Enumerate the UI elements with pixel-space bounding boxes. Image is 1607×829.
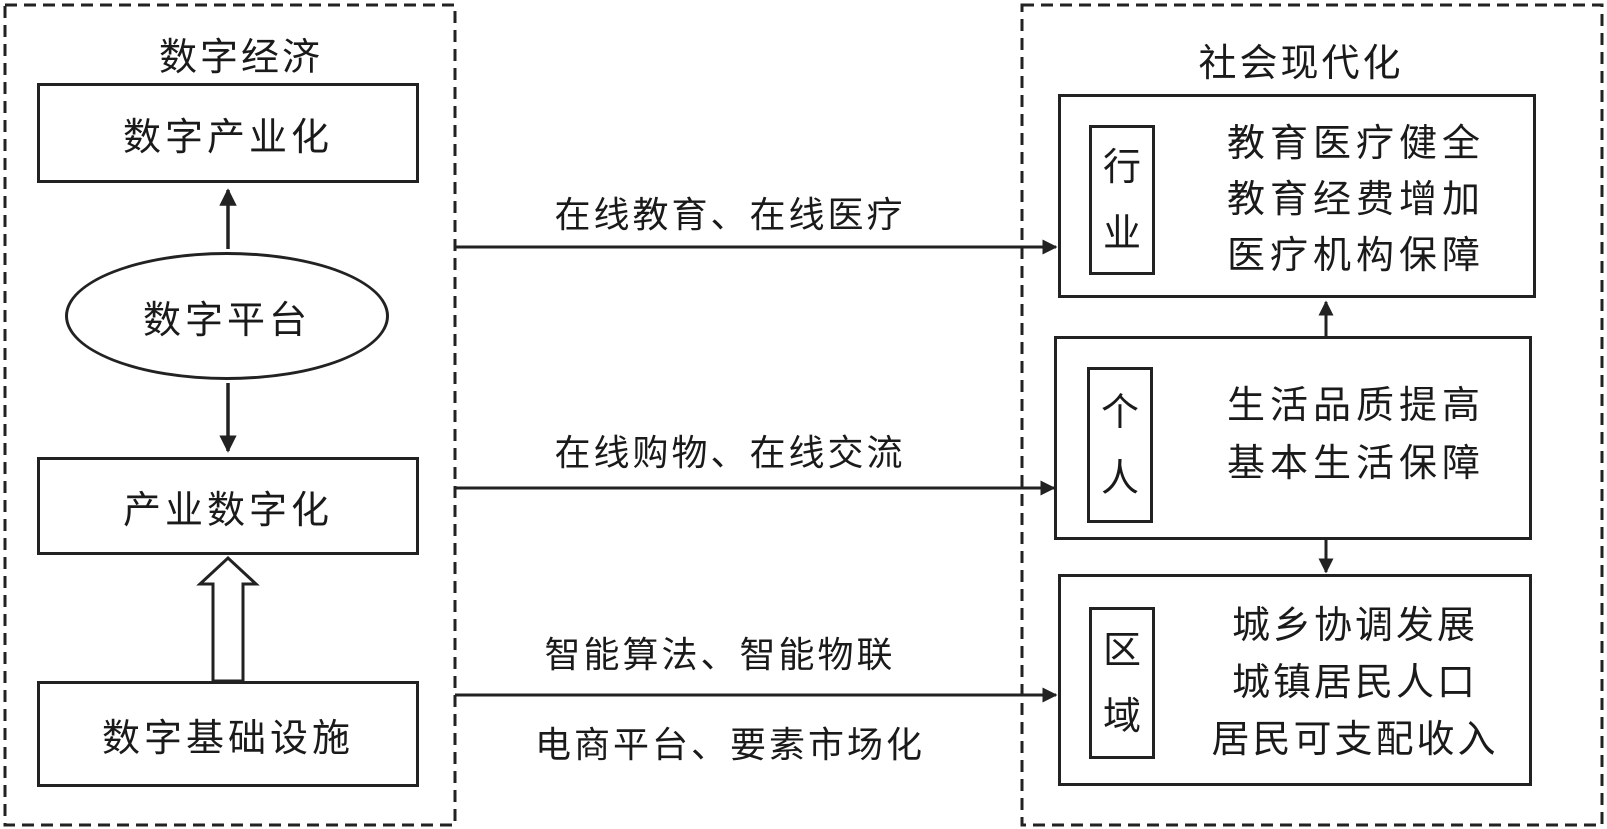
individual-tag-char-1: 个 <box>1100 390 1139 434</box>
individual-lines: 生活品质提高 基本生活保障 <box>1191 379 1521 489</box>
digital-industrialization-box: 数字产业化 <box>37 83 419 183</box>
region-lines: 城乡协调发展 城镇居民人口 居民可支配收入 <box>1185 601 1525 763</box>
social-modernization-frame <box>1020 3 1604 827</box>
region-box: 区 域 城乡协调发展 城镇居民人口 居民可支配收入 <box>1058 574 1532 786</box>
edge-label-ecommerce-factor-market: 电商平台、要素市场化 <box>534 725 925 766</box>
individual-line-1: 生活品质提高 <box>1226 383 1485 427</box>
digital-industrialization-label: 数字产业化 <box>122 114 333 159</box>
industry-line-3: 医疗机构保障 <box>1226 233 1485 277</box>
industrial-digitalization-label: 产业数字化 <box>122 487 333 532</box>
individual-box: 个 人 生活品质提高 基本生活保障 <box>1054 336 1532 540</box>
industry-tag: 行 业 <box>1089 125 1155 275</box>
region-tag: 区 域 <box>1089 607 1155 759</box>
industry-tag-char-1: 行 <box>1102 145 1141 189</box>
individual-tag-char-2: 人 <box>1100 456 1139 500</box>
industrial-digitalization-box: 产业数字化 <box>37 457 419 555</box>
industry-box: 行 业 教育医疗健全 教育经费增加 医疗机构保障 <box>1058 94 1536 298</box>
social-modernization-title: 社会现代化 <box>1180 32 1422 87</box>
digital-platform-label: 数字平台 <box>142 297 311 342</box>
individual-tag: 个 人 <box>1087 367 1153 523</box>
edge-label-intelligent-algorithm-iot: 智能算法、智能物联 <box>544 635 896 676</box>
hollow-arrow-infrastructure <box>196 555 260 683</box>
region-tag-char-1: 区 <box>1102 628 1141 672</box>
digital-infrastructure-box: 数字基础设施 <box>37 681 419 787</box>
industry-line-2: 教育经费增加 <box>1226 177 1485 221</box>
digital-economy-title: 数字经济 <box>140 26 342 81</box>
individual-line-2: 基本生活保障 <box>1226 441 1485 485</box>
edge-label-online-education-medical: 在线教育、在线医疗 <box>554 195 906 236</box>
industry-lines: 教育医疗健全 教育经费增加 医疗机构保障 <box>1191 121 1521 277</box>
digital-platform-ellipse: 数字平台 <box>65 252 389 380</box>
industry-tag-char-2: 业 <box>1102 211 1141 255</box>
region-tag-char-2: 域 <box>1102 694 1141 738</box>
region-line-3: 居民可支配收入 <box>1211 716 1499 761</box>
region-line-2: 城镇居民人口 <box>1231 659 1478 704</box>
region-line-1: 城乡协调发展 <box>1231 602 1478 647</box>
edge-label-online-shopping-communication: 在线购物、在线交流 <box>554 433 906 474</box>
industry-line-1: 教育医疗健全 <box>1226 121 1485 165</box>
digital-economy-frame <box>3 3 457 827</box>
digital-infrastructure-label: 数字基础设施 <box>101 715 354 760</box>
